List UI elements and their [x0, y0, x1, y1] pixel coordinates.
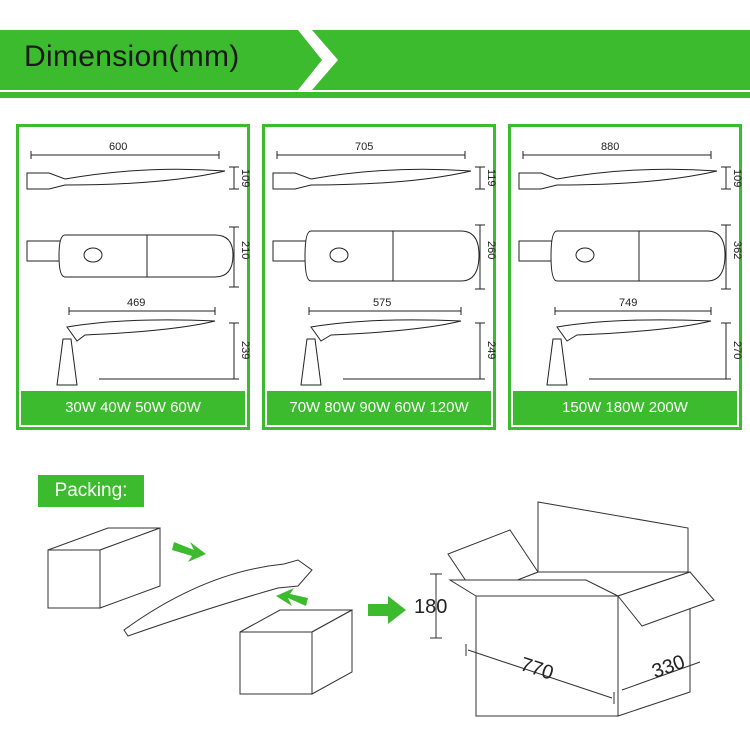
arm-height-label: 270 [731, 341, 743, 360]
packing-illustration [47, 501, 715, 717]
packing-label: Packing: [38, 475, 144, 507]
lamp-drawing [272, 151, 485, 386]
width-label: 210 [239, 241, 251, 260]
chevron-right-icon [298, 30, 338, 90]
model-wattage-label: 70W 80W 90W 60W 120W [267, 391, 491, 425]
header-underline [0, 92, 750, 98]
model-panel-3: 880 109 362 749 270 150W 180W 200W [508, 124, 743, 430]
height-label: 109 [239, 169, 251, 188]
model-wattage-label: 30W 40W 50W 60W [21, 391, 245, 425]
box-height-label: 180 [414, 596, 448, 618]
model-panel-2: 705 119 260 575 249 70W 80W 90W 60W 120W [262, 124, 497, 430]
arm-height-label: 249 [485, 341, 497, 360]
page-title: Dimension(mm) [24, 40, 240, 73]
height-label: 109 [731, 169, 743, 188]
length-label: 705 [355, 141, 374, 153]
arm-length-label: 575 [373, 297, 392, 309]
arm-height-label: 239 [239, 341, 251, 360]
lamp-drawing [518, 151, 731, 386]
height-label: 119 [485, 169, 497, 187]
width-label: 260 [485, 241, 497, 260]
width-label: 362 [731, 241, 743, 260]
arm-length-label: 469 [127, 297, 146, 309]
arm-length-label: 749 [619, 297, 638, 309]
length-label: 600 [109, 141, 128, 153]
length-label: 880 [601, 141, 620, 153]
header-banner [0, 30, 750, 90]
model-wattage-label: 150W 180W 200W [513, 391, 737, 425]
model-panel-1: 600 109 210 469 239 30W 40W 50W 60W [16, 124, 251, 430]
lamp-drawing [26, 151, 239, 386]
